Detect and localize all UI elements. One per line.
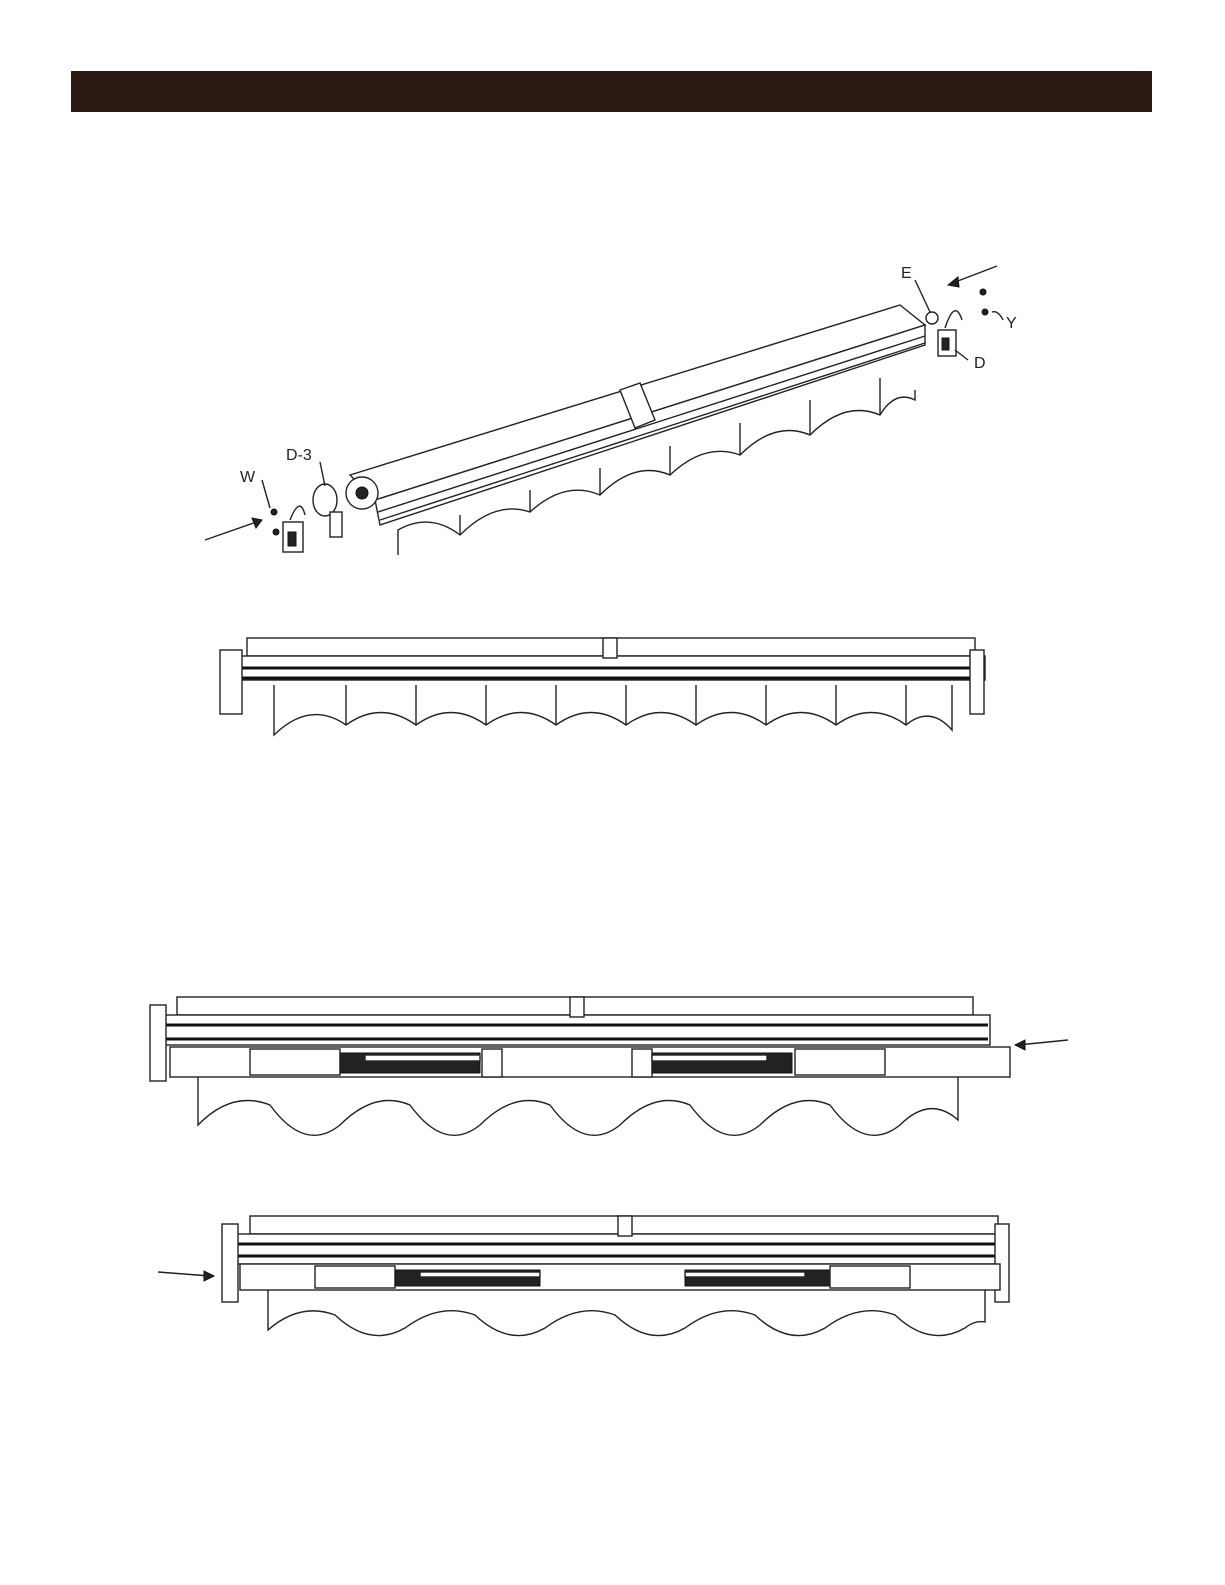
label-y: Y xyxy=(1006,315,1017,332)
folding-arm-left xyxy=(250,1049,502,1077)
arms-view-left-diagram xyxy=(0,1210,1225,1340)
bracket-right xyxy=(915,280,1003,360)
arms-view-right-diagram xyxy=(0,995,1225,1165)
end-bracket-left xyxy=(220,650,242,714)
slide-arrow-from-left xyxy=(158,1271,214,1281)
center-bracket xyxy=(618,1216,632,1236)
center-bracket xyxy=(603,638,617,658)
valance-scallops xyxy=(268,1290,985,1336)
exploded-awning-diagram: E Y D D-3 W xyxy=(0,250,1225,570)
folding-arm-right xyxy=(632,1049,885,1077)
end-bracket-left xyxy=(150,1005,166,1081)
front-view-closed-diagram xyxy=(0,630,1225,750)
label-d: D xyxy=(974,355,986,372)
label-w: W xyxy=(240,469,256,486)
end-bracket-right xyxy=(970,650,984,714)
install-arrow-left xyxy=(205,518,262,540)
center-bracket xyxy=(570,997,584,1017)
label-d3: D-3 xyxy=(286,447,312,464)
label-e: E xyxy=(901,265,912,282)
end-bracket-left xyxy=(222,1224,238,1302)
crank-gear-part xyxy=(313,462,342,537)
slide-arrow-from-right xyxy=(1015,1040,1068,1050)
valance-scallops xyxy=(274,685,952,735)
install-arrow-right xyxy=(948,266,997,287)
header-banner xyxy=(71,71,1152,112)
bracket-left xyxy=(262,480,305,552)
valance-scallops xyxy=(198,1077,958,1135)
